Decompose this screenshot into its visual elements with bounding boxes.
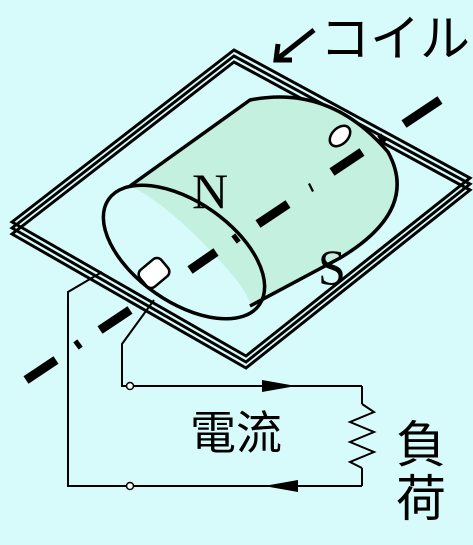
magnet-end-face: [101, 183, 267, 321]
front-coupling: [137, 256, 171, 290]
north-pole-label: N: [192, 163, 229, 219]
south-pole-label: S: [318, 239, 346, 295]
load-label: 負荷: [388, 418, 446, 526]
arrowhead-icon: [264, 480, 298, 492]
lead-wire-lower: [67, 271, 130, 487]
current-label: 電流: [190, 406, 282, 460]
arrowhead-icon: [262, 380, 296, 392]
magnet: [101, 95, 399, 321]
rotation-axis: [23, 96, 443, 384]
coil-label: コイル: [320, 10, 470, 68]
magnet-body: [130, 96, 398, 306]
terminal-upper: [125, 381, 135, 391]
resistor-icon: [347, 403, 377, 469]
rear-coupling: [328, 124, 352, 148]
terminal-lower: [125, 481, 135, 491]
magnet-top-edge: [128, 95, 399, 308]
arrow-icon: [273, 28, 316, 63]
